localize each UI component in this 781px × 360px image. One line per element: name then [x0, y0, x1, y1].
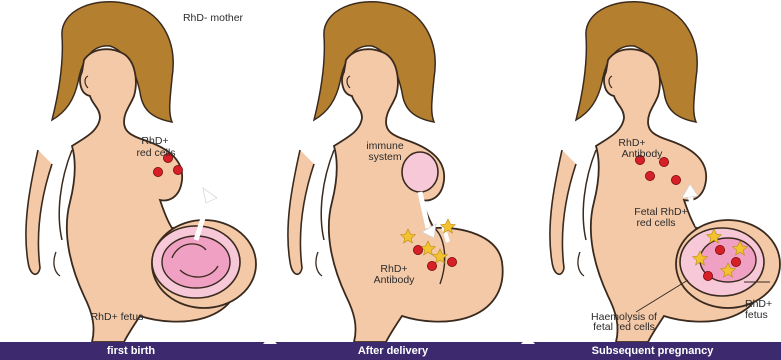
red-cell-icon	[153, 167, 162, 176]
label-rhd-fetus: RhD+ fetus	[72, 312, 162, 323]
red-cell-icon	[731, 257, 740, 266]
label-red-cells: red cells	[128, 148, 184, 159]
label-red-cells: red cells	[624, 218, 688, 229]
label-rhd-plus: RhD+	[130, 136, 180, 147]
label-fetus: fetus	[745, 310, 779, 321]
label-antibody: Antibody	[612, 149, 672, 160]
divider-arrow-icon	[263, 336, 277, 344]
red-cell-icon	[715, 245, 724, 254]
caption-first-birth: first birth	[0, 344, 262, 358]
red-cell-icon	[447, 257, 456, 266]
label-antibody: Antibody	[360, 275, 428, 286]
red-cell-icon	[173, 165, 182, 174]
mother-figure	[288, 2, 503, 342]
red-cell-icon	[413, 245, 422, 254]
caption-after-delivery: After delivery	[262, 344, 524, 358]
label-fetal-red-cells: fetal red cells	[576, 322, 672, 333]
panel-subsequent-pregnancy	[550, 2, 780, 342]
red-cell-icon	[703, 271, 712, 280]
red-cell-icon	[671, 175, 680, 184]
label-rhd-mother: RhD- mother	[158, 13, 268, 24]
divider-arrow-icon	[521, 336, 535, 344]
red-cell-icon	[427, 261, 436, 270]
caption-subsequent-pregnancy: Subsequent pregnancy	[524, 344, 781, 358]
panel-after-delivery	[288, 2, 503, 342]
red-cell-icon	[645, 171, 654, 180]
panel-first-birth	[26, 2, 256, 342]
label-system: system	[355, 152, 415, 163]
